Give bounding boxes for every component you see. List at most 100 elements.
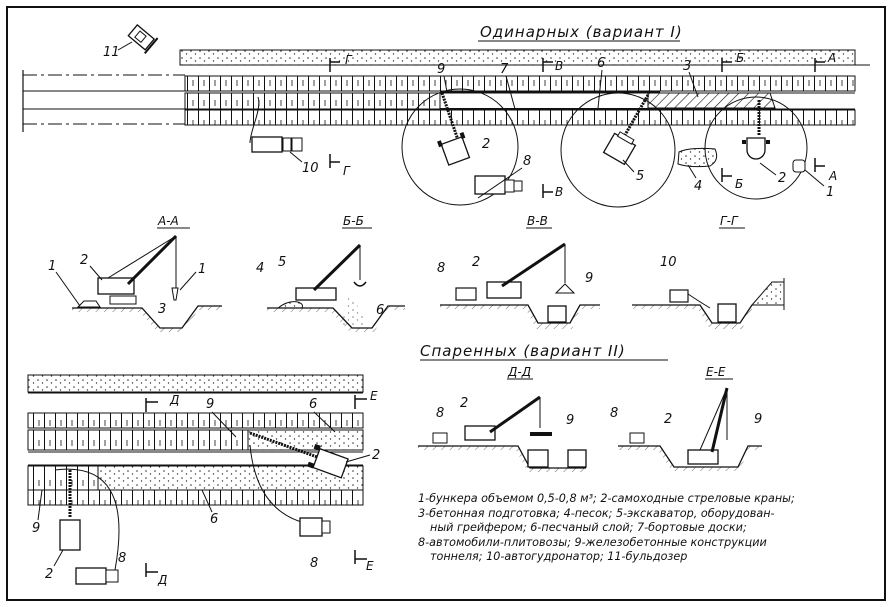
tunnel-section xyxy=(547,305,567,323)
callout-6: 6 xyxy=(376,303,384,318)
drawing-frame xyxy=(6,6,886,601)
callout-2: 2 xyxy=(460,396,468,411)
callout-1: 1 xyxy=(48,259,56,274)
sand-strip xyxy=(27,374,364,393)
truck-icon xyxy=(455,287,477,301)
legend-line: тоннеля; 10-автогудронатор; 11-бульдозер xyxy=(430,550,688,563)
callout-5: 5 xyxy=(278,255,286,270)
callout-9: 9 xyxy=(566,413,574,428)
truck-icon xyxy=(432,432,448,444)
cut-mark-a-bottom: А xyxy=(828,169,837,183)
cut-mark-g-bottom: Г xyxy=(343,164,351,178)
section-title-a-a: А-А xyxy=(157,214,179,228)
callout-2: 2 xyxy=(472,255,480,270)
crane-icon xyxy=(59,519,81,551)
cut-mark-b-bottom: Б xyxy=(735,177,743,191)
legend: 1-бункера объемом 0,5-0,8 м³; 2-самоходн… xyxy=(418,492,888,565)
crane-icon xyxy=(464,425,496,441)
callout-3: 3 xyxy=(683,59,691,74)
excavator-icon xyxy=(602,131,637,166)
plan-variant-2: 2 8 9 6 9 2 8 6 Д Д Е Е xyxy=(27,374,380,587)
cut-mark-a-top: А xyxy=(827,51,836,65)
section-b-b: Б-Б 4 5 6 xyxy=(256,214,405,332)
section-g-g: Г-Г 10 xyxy=(632,214,785,329)
callout-9-upper: 9 xyxy=(206,397,214,412)
crane-icon xyxy=(687,449,719,465)
section-title-e-e: Е-Е xyxy=(706,365,726,379)
callout-8: 8 xyxy=(436,406,444,421)
callout-2-right: 2 xyxy=(778,171,786,186)
callout-8: 8 xyxy=(610,406,618,421)
callout-2: 2 xyxy=(80,253,88,268)
sand-strip-top xyxy=(179,49,856,66)
callout-10: 10 xyxy=(302,161,319,176)
tunnel-section xyxy=(717,303,737,323)
callout-6: 6 xyxy=(597,56,605,71)
callout-6-lower: 6 xyxy=(210,512,218,527)
bulldozer-icon xyxy=(127,24,159,55)
asphalt-distributor-icon xyxy=(669,289,689,303)
crane-icon xyxy=(437,132,471,166)
tunnel-wall-top xyxy=(27,412,364,429)
callout-1-hopper: 1 xyxy=(198,262,206,277)
truck-icon xyxy=(474,175,506,195)
sand-pile xyxy=(677,147,718,168)
section-title-v-v: В-В xyxy=(527,214,548,228)
callout-7: 7 xyxy=(500,62,509,77)
section-e-e: Е-Е 8 2 9 xyxy=(610,365,762,471)
callout-1: 1 xyxy=(826,185,834,200)
callout-11: 11 xyxy=(103,45,120,60)
callout-9: 9 xyxy=(585,271,593,286)
callout-2: 2 xyxy=(482,137,490,152)
tunnel-wall-bottom xyxy=(27,489,364,506)
legend-line: 1-бункера объемом 0,5-0,8 м³; 2-самоходн… xyxy=(418,492,795,505)
cut-mark-g-top: Г xyxy=(345,53,353,67)
section-d-d: Д-Д 8 2 9 xyxy=(418,365,587,472)
asphalt-distributor-icon xyxy=(251,136,283,153)
legend-line: 8-автомобили-плитовозы; 9-железобетонные… xyxy=(418,535,767,549)
section-title-b-b: Б-Б xyxy=(343,214,364,228)
callout-8: 8 xyxy=(523,154,531,169)
truck-icon xyxy=(75,567,107,585)
legend-line: ный грейфером; 6-песчаный слой; 7-бортов… xyxy=(430,521,747,534)
cut-mark-e-bottom: Е xyxy=(366,559,374,573)
callout-2: 2 xyxy=(664,412,672,427)
callout-8-left: 8 xyxy=(118,551,126,566)
crane-icon xyxy=(307,443,349,479)
title-variant-1: Одинарных (вариант I) xyxy=(480,23,683,41)
cut-mark-v-bottom: В xyxy=(555,185,563,199)
callout-9: 9 xyxy=(437,62,445,77)
callout-2-upper: 2 xyxy=(372,448,380,463)
plan-variant-1: Одинарных (вариант I) 11 xyxy=(22,23,870,208)
tunnel-wall-top xyxy=(184,75,856,92)
tunnel-wall-middle xyxy=(184,92,441,110)
callout-5: 5 xyxy=(636,169,644,184)
truck-icon xyxy=(629,432,645,444)
section-a-a: А-А 1 2 1 3 xyxy=(48,214,222,332)
callout-10: 10 xyxy=(660,255,677,270)
callout-4: 4 xyxy=(694,179,702,194)
cut-mark-d-top: Д xyxy=(169,393,179,407)
title-variant-2: Спаренных (вариант II) xyxy=(420,342,626,360)
crane-icon xyxy=(486,281,522,299)
callout-8: 8 xyxy=(437,261,445,276)
concrete-preparation xyxy=(647,92,776,109)
legend-line: 3-бетонная подготовка; 4-песок; 5-экскав… xyxy=(418,506,775,520)
truck-icon xyxy=(299,517,323,537)
callout-6-upper: 6 xyxy=(309,397,317,412)
callout-9-lower: 9 xyxy=(32,521,40,536)
section-title-g-g: Г-Г xyxy=(720,214,739,228)
tunnel-wall-bottom xyxy=(184,109,856,126)
callout-9: 9 xyxy=(754,412,762,427)
crane-icon xyxy=(746,137,766,160)
hopper-icon xyxy=(792,159,806,173)
callout-3: 3 xyxy=(158,302,166,317)
cut-mark-b-top: Б xyxy=(736,51,744,65)
crane-swing-radius xyxy=(401,88,519,206)
cut-mark-v-top: В xyxy=(555,59,563,73)
crane-icon xyxy=(97,277,135,295)
cut-mark-e-top: Е xyxy=(370,389,378,403)
cut-mark-d-bottom: Д xyxy=(157,573,167,587)
tunnel-blocks-upper xyxy=(27,429,249,451)
